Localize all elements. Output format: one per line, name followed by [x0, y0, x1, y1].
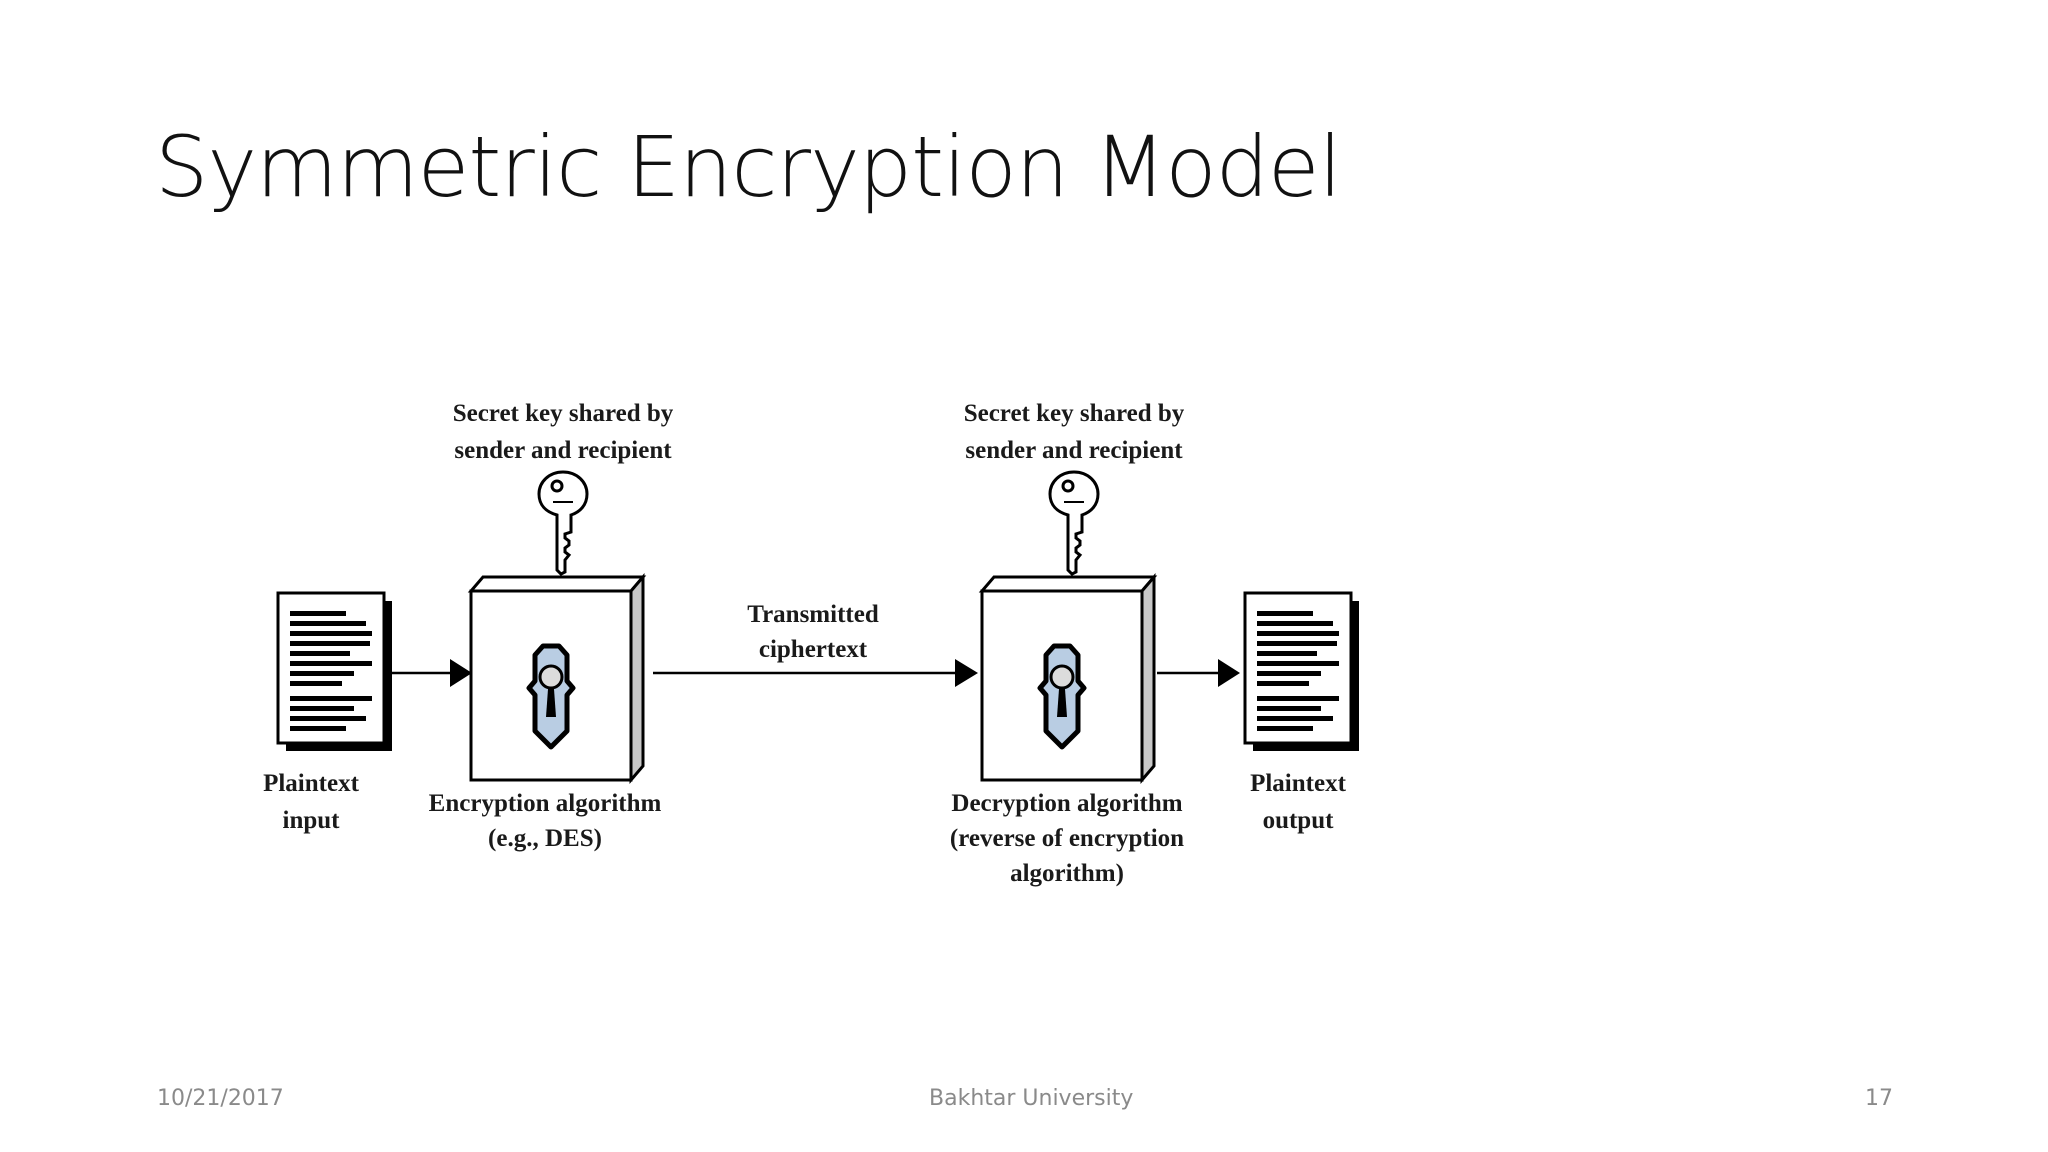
ciphertext-label: Transmitted ciphertext [747, 601, 879, 663]
encryption-key-icon [537, 470, 589, 576]
svg-text:Secret key shared by: Secret key shared by [453, 400, 674, 427]
svg-text:Secret key shared by: Secret key shared by [964, 400, 1185, 427]
footer-organization: Bakhtar University [929, 1086, 1134, 1111]
footer-page-number: 17 [1865, 1086, 1893, 1111]
encryption-algorithm-label: Encryption algorithm (e.g., DES) [429, 790, 662, 852]
svg-text:ciphertext: ciphertext [759, 636, 868, 663]
svg-text:Decryption algorithm: Decryption algorithm [951, 790, 1182, 817]
svg-text:output: output [1263, 807, 1335, 834]
arrow-icon [1157, 659, 1240, 687]
svg-text:Transmitted: Transmitted [747, 601, 879, 628]
key-label-encryption: Secret key shared by sender and recipien… [453, 400, 674, 464]
svg-text:Plaintext: Plaintext [1250, 770, 1346, 797]
svg-text:sender and recipient: sender and recipient [965, 437, 1183, 464]
svg-text:algorithm): algorithm) [1010, 860, 1124, 887]
key-label-decryption: Secret key shared by sender and recipien… [964, 400, 1185, 464]
ciphertext-arrow-icon [653, 659, 978, 687]
svg-text:Encryption algorithm: Encryption algorithm [429, 790, 662, 817]
encryption-lock-box-icon [471, 577, 643, 780]
svg-text:input: input [283, 807, 341, 834]
footer-date: 10/21/2017 [157, 1086, 284, 1111]
plaintext-output-document-icon [1243, 591, 1361, 753]
decryption-algorithm-label: Decryption algorithm (reverse of encrypt… [950, 790, 1184, 887]
svg-text:sender and recipient: sender and recipient [454, 437, 672, 464]
svg-text:(e.g., DES): (e.g., DES) [488, 825, 602, 852]
decryption-lock-box-icon [982, 577, 1154, 780]
arrow-icon [388, 659, 472, 687]
plaintext-output-label: Plaintext output [1250, 770, 1346, 834]
decryption-key-icon [1048, 470, 1100, 576]
slide-title: Symmetric Encryption Model [155, 118, 1342, 216]
svg-text:(reverse of encryption: (reverse of encryption [950, 825, 1184, 852]
plaintext-input-label: Plaintext input [263, 770, 359, 834]
plaintext-input-document-icon [276, 591, 394, 753]
svg-text:Plaintext: Plaintext [263, 770, 359, 797]
